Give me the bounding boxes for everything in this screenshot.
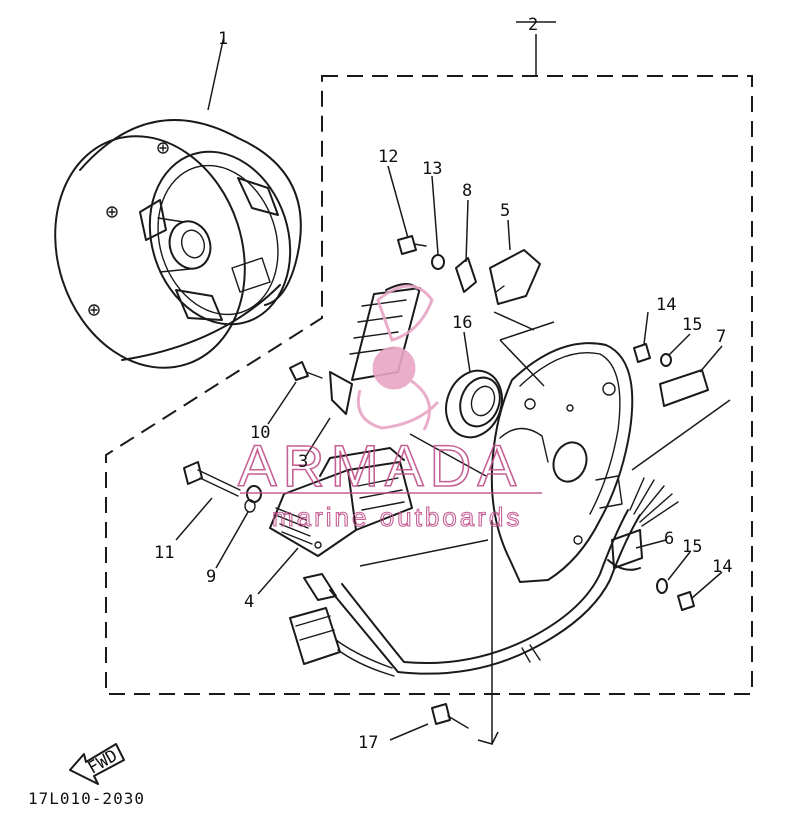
hardware-parts <box>183 235 709 729</box>
callout-4: 4 <box>244 592 254 612</box>
callout-16: 16 <box>452 313 472 333</box>
charge-coil <box>329 283 421 415</box>
callout-15-upper: 15 <box>682 315 702 335</box>
callout-11: 11 <box>154 543 174 563</box>
fwd-label: FWD <box>85 746 122 779</box>
callout-6: 6 <box>664 529 674 549</box>
leader-lines <box>175 21 731 745</box>
callout-14-lower: 14 <box>712 557 732 577</box>
callout-8: 8 <box>462 181 472 201</box>
bearing-ring <box>445 369 503 439</box>
watermark-logo <box>356 284 440 431</box>
cdi-unit <box>269 447 413 557</box>
assembly-boundary <box>105 75 753 695</box>
fwd-arrow-icon: FWD <box>69 743 125 785</box>
callout-17: 17 <box>358 733 378 753</box>
watermark-brand: ARMADA <box>238 434 522 499</box>
watermark-tagline: marine outboards <box>272 502 522 532</box>
callout-10: 10 <box>250 423 270 443</box>
stator-base-plate <box>490 342 634 583</box>
callout-14-upper: 14 <box>656 295 676 315</box>
callout-7: 7 <box>716 327 726 347</box>
callout-1: 1 <box>218 29 228 49</box>
watermark: ARMADA marine outboards <box>237 284 542 533</box>
callout-13: 13 <box>422 159 442 179</box>
callout-3: 3 <box>298 452 308 472</box>
callout-2: 2 <box>528 15 538 35</box>
callout-labels: 1 2 3 4 5 6 7 8 9 10 11 12 13 14 14 15 1… <box>154 15 732 753</box>
part-code: 17L010-2030 <box>28 789 145 808</box>
callout-9: 9 <box>206 567 216 587</box>
wire-harness <box>289 477 679 677</box>
callout-15-lower: 15 <box>682 537 702 557</box>
callout-5: 5 <box>500 201 510 221</box>
flywheel-rotor <box>54 119 302 369</box>
callout-12: 12 <box>378 147 398 167</box>
